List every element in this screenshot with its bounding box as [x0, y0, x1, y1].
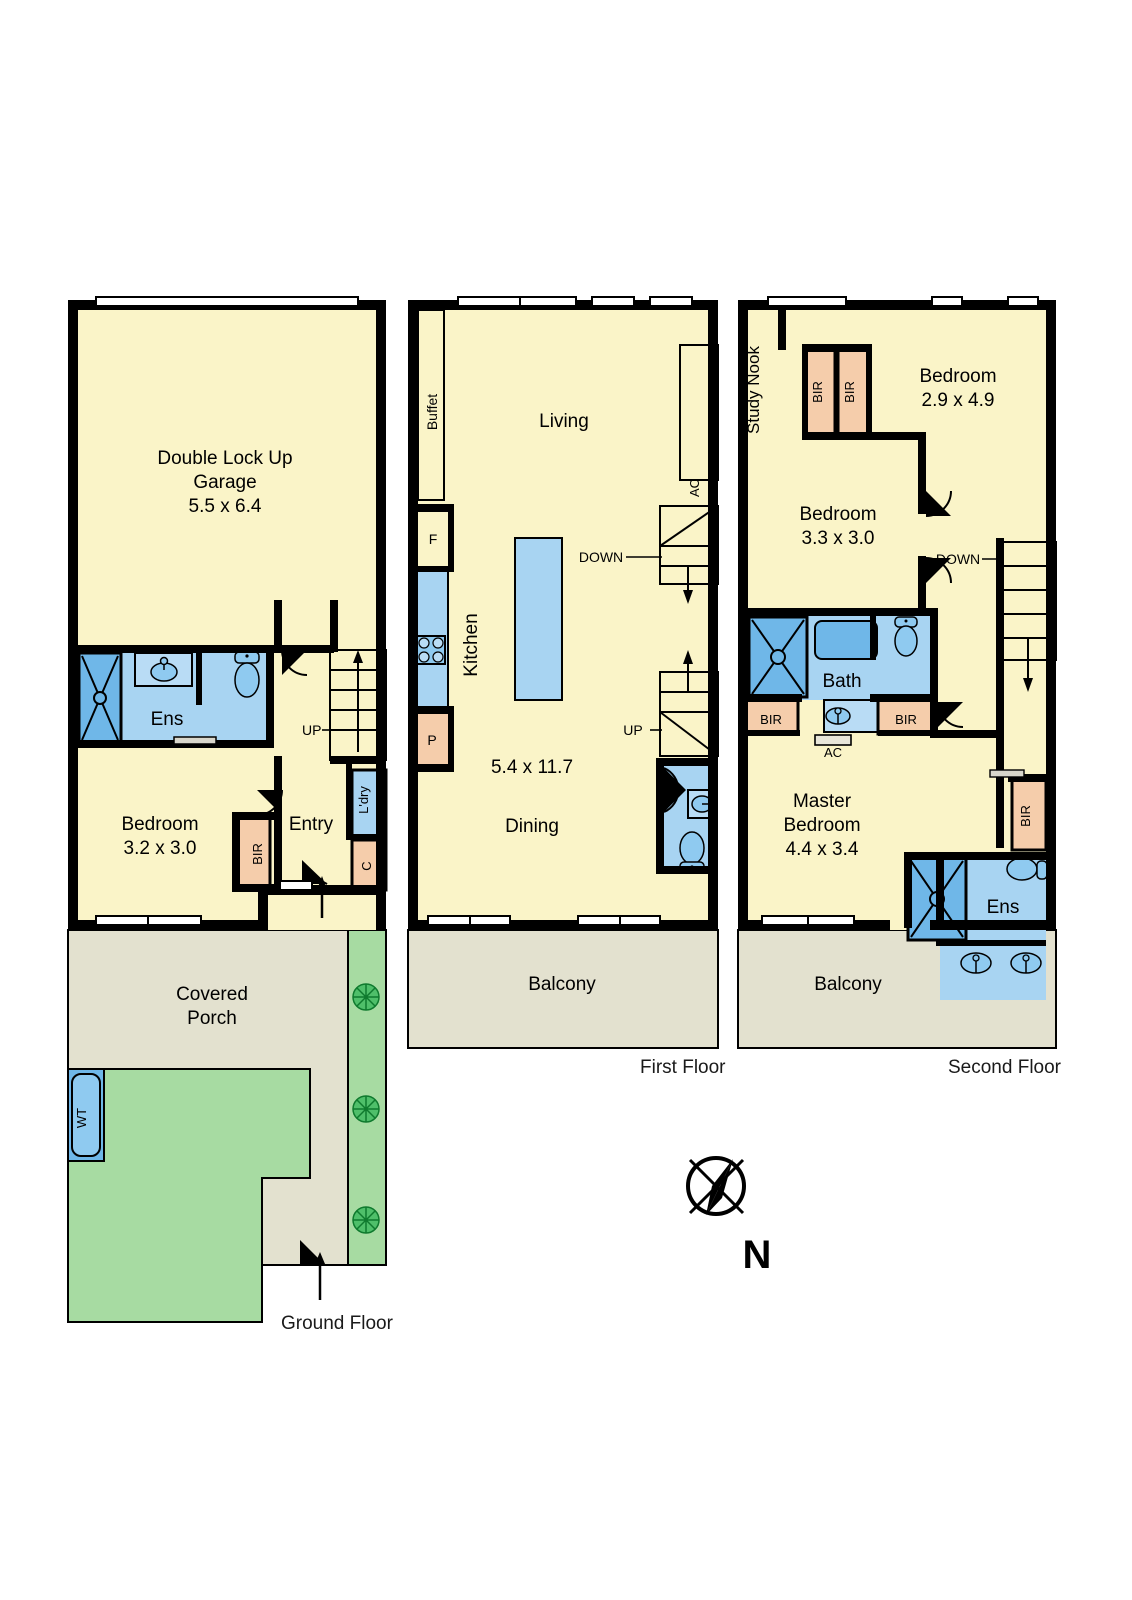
garage-room	[78, 310, 376, 650]
door-leaf	[926, 558, 951, 583]
sliding-door	[761, 915, 855, 926]
laundry-label: L'dry	[356, 786, 371, 814]
north-label: N	[743, 1233, 772, 1277]
window	[457, 296, 577, 307]
entry-door-leaf	[302, 860, 327, 884]
ground-ensuite-label: Ens	[151, 709, 184, 730]
aircon-unit	[814, 734, 852, 746]
window	[591, 296, 635, 307]
cupboard-label: C	[359, 861, 374, 870]
bedroom3-dimensions: 3.3 x 3.0	[802, 528, 875, 549]
garage-label-line1: Double Lock Up	[157, 448, 292, 469]
covered-porch-label-line2: Porch	[187, 1008, 237, 1029]
window	[95, 296, 359, 307]
master-ensuite-label: Ens	[987, 897, 1020, 918]
door-swing	[281, 649, 308, 676]
bir-label-ground: BIR	[250, 843, 265, 865]
living-label: Living	[539, 411, 589, 432]
bir-label-d: BIR	[895, 712, 917, 727]
door-swing	[256, 789, 283, 816]
toilet-icon	[1006, 857, 1048, 881]
aircon-label-first: AC	[687, 479, 702, 497]
entry-direction-arrow-porch	[315, 1252, 325, 1300]
first-floor-balcony-area	[407, 929, 719, 1049]
cooktop-icon	[416, 635, 446, 665]
door-swing	[925, 557, 952, 584]
bir-label-b: BIR	[842, 381, 857, 403]
window	[1007, 296, 1039, 307]
powder-door-swing	[663, 767, 680, 813]
bathtub-icon	[814, 620, 878, 660]
bathroom-label: Bath	[822, 671, 861, 692]
bir-label-a: BIR	[810, 381, 825, 403]
sliding-door	[427, 915, 511, 926]
window	[173, 736, 217, 745]
door-swing	[925, 490, 952, 517]
ground-bedroom-label: Bedroom	[121, 814, 198, 835]
bedroom3-label: Bedroom	[799, 504, 876, 525]
first-floor-plan: Balcony Buffet F P Living Kitchen 5.4 x …	[407, 296, 726, 1078]
master-label-line2: Bedroom	[783, 815, 860, 836]
bir-label-e: BIR	[1018, 805, 1033, 827]
bedroom2-dimensions: 2.9 x 4.9	[922, 390, 995, 411]
door-leaf	[282, 650, 307, 675]
shrub-icon	[352, 1095, 380, 1123]
stair-up-label-ground: UP	[302, 722, 321, 738]
first-floor-title: First Floor	[640, 1057, 726, 1078]
garden-lawn	[67, 1068, 311, 1323]
toilet-icon	[234, 651, 260, 698]
shrub-icon	[352, 983, 380, 1011]
bedroom2-label: Bedroom	[919, 366, 996, 387]
ground-floor-plan: WT Double Lock Up Garage 5.5 x 6.4	[67, 296, 394, 1334]
entry-label: Entry	[289, 814, 334, 835]
door-leaf	[926, 491, 951, 516]
stair-up-label-first: UP	[623, 722, 642, 738]
vanity-icon	[960, 952, 1042, 974]
aircon-label-second: AC	[824, 745, 842, 760]
water-tank-outline	[71, 1073, 101, 1157]
covered-porch-label-line1: Covered	[176, 984, 248, 1005]
second-floor-plan: Balcony Study Nook BIR BIR Bedroom 2.9 x…	[737, 296, 1062, 1078]
pantry-label: P	[427, 732, 436, 748]
garage-dimensions: 5.5 x 6.4	[189, 496, 262, 517]
stair-down-label-second: DOWN	[936, 551, 980, 567]
master-label-line1: Master	[793, 791, 852, 812]
ground-bedroom-dimensions: 3.2 x 3.0	[124, 838, 197, 859]
window	[649, 296, 693, 307]
north-arrow	[686, 1156, 746, 1216]
toilet-icon	[894, 616, 918, 657]
water-tank-label: WT	[74, 1108, 89, 1128]
kitchen-label: Kitchen	[461, 613, 482, 676]
door-swing	[937, 701, 964, 728]
study-nook-label: Study Nook	[744, 346, 763, 434]
window	[279, 880, 313, 891]
second-floor-title: Second Floor	[948, 1057, 1062, 1078]
porch-gate-swing	[299, 1260, 326, 1266]
bir-label-c: BIR	[760, 712, 782, 727]
second-balcony-label: Balcony	[814, 974, 882, 995]
dining-dimensions: 5.4 x 11.7	[491, 757, 573, 778]
fridge-label: F	[429, 531, 438, 547]
sliding-door	[577, 915, 661, 926]
shrub-icon	[352, 1206, 380, 1234]
powder-door-leaf	[664, 768, 686, 812]
window	[767, 296, 847, 307]
master-dimensions: 4.4 x 3.4	[786, 839, 859, 860]
dining-label: Dining	[505, 816, 559, 837]
window	[931, 296, 963, 307]
door-leaf	[938, 702, 963, 727]
kitchen-island	[514, 537, 563, 701]
ground-floor-title: Ground Floor	[281, 1313, 394, 1334]
garage-label-line2: Garage	[193, 472, 256, 493]
window	[95, 915, 202, 926]
buffet-label: Buffet	[424, 394, 440, 430]
first-balcony-label: Balcony	[528, 974, 596, 995]
door-leaf	[257, 790, 282, 815]
stair-down-label-first: DOWN	[579, 549, 623, 565]
window	[989, 769, 1025, 778]
entry-direction-arrow	[317, 876, 327, 918]
